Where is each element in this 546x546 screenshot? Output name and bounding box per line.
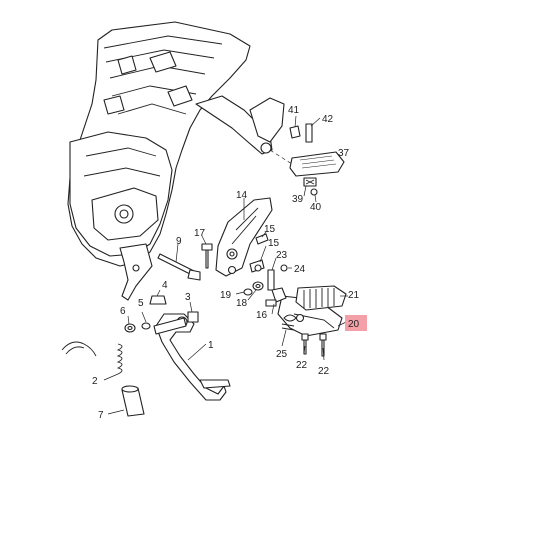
callout-21: 21 [348, 290, 360, 301]
callout-22-right: 22 [318, 366, 330, 377]
pin-41 [289, 125, 301, 139]
callout-41: 41 [288, 105, 300, 116]
callout-7: 7 [98, 410, 104, 421]
callout-17: 17 [194, 228, 206, 239]
callout-40: 40 [310, 202, 322, 213]
callout-4: 4 [162, 280, 168, 291]
footrest-rubber-21 [295, 285, 347, 311]
footrest-bracket-group [157, 197, 273, 281]
callout-9: 9 [176, 236, 182, 247]
callout-1: 1 [208, 340, 214, 351]
callout-24: 24 [294, 264, 306, 275]
passenger-footrest-37 [289, 151, 345, 177]
callout-18: 18 [236, 298, 248, 309]
callout-20: 20 [348, 319, 360, 330]
sidestand-group [61, 289, 231, 417]
callout-labels: 1 2 3 4 5 6 7 9 14 15 15 16 17 18 19 20 … [92, 105, 367, 421]
callout-3: 3 [185, 292, 191, 303]
callout-42: 42 [322, 114, 334, 125]
callout-37: 37 [338, 148, 350, 159]
callout-39: 39 [292, 194, 304, 205]
callout-16: 16 [256, 310, 268, 321]
callout-15-upper: 15 [264, 224, 276, 235]
callout-25: 25 [276, 349, 288, 360]
clip-42 [305, 123, 313, 143]
callout-15-lower: 15 [268, 238, 280, 249]
callout-14: 14 [236, 190, 248, 201]
callout-23: 23 [276, 250, 288, 261]
callout-19: 19 [220, 290, 232, 301]
callout-20-highlight [345, 315, 367, 331]
rider-footrest-group [235, 257, 348, 361]
callout-22-left: 22 [296, 360, 308, 371]
passenger-footrest-group [269, 115, 345, 203]
callout-5: 5 [138, 298, 144, 309]
frame-assembly [67, 21, 285, 301]
sidestand-1 [155, 313, 227, 401]
callout-6: 6 [120, 306, 126, 317]
callout-2: 2 [92, 376, 98, 387]
